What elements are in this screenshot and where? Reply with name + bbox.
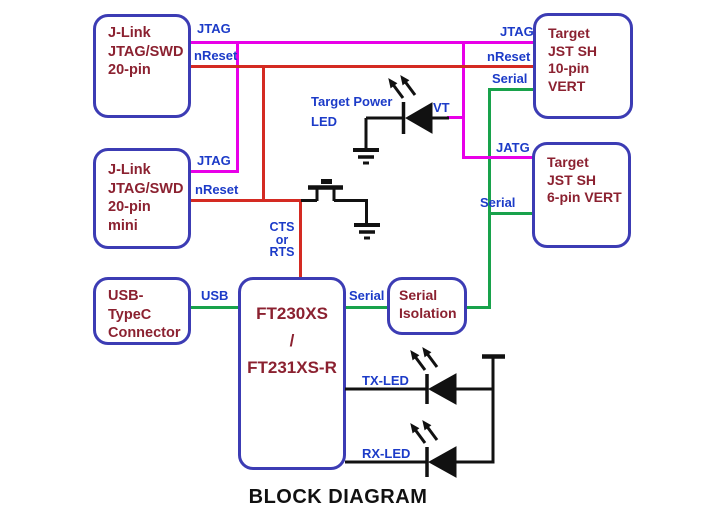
wire-serial-riser — [488, 88, 491, 309]
tx-led-symbol — [345, 347, 494, 405]
block-target-6pin: Target JST SH 6-pin VERT — [532, 142, 631, 248]
wire-jtag-right-vertical — [462, 41, 465, 159]
block-jlink-20pin-mini: J-Link JTAG/SWD 20-pin mini — [93, 148, 191, 249]
led-power-rail-symbol — [482, 354, 505, 464]
wire-nreset-branch-vertical — [262, 65, 265, 202]
block-label-line: 20-pin mini — [108, 199, 151, 234]
wire-serial-isolation-out — [464, 306, 491, 309]
label-nreset-1: nReset — [194, 48, 238, 63]
label-jatg: JATG — [496, 140, 530, 155]
reset-push-button-symbol — [301, 179, 380, 240]
label-serial-right-2: Serial — [480, 195, 516, 210]
label-target-power-led: Target Power LED — [311, 94, 393, 129]
wire-serial-target6 — [488, 212, 534, 215]
label-jtag-1: JTAG — [197, 21, 231, 36]
block-label-line: Target — [548, 25, 590, 41]
block-usb-typec-connector: USB-TypeC Connector — [93, 277, 191, 345]
block-label-line: 20-pin — [108, 62, 151, 78]
block-label-line: 6-pin VERT — [547, 189, 622, 205]
wire-jtag-mini — [190, 170, 239, 173]
label-cts-or-rts: CTS or RTS — [269, 220, 295, 259]
block-label-line: USB-TypeC — [108, 288, 152, 323]
block-label-line: Serial — [399, 287, 438, 303]
wire-nreset-main — [190, 65, 535, 68]
label-nreset-right: nReset — [487, 49, 531, 64]
wire-jtag-branch-vertical — [236, 41, 239, 173]
block-label-line: JTAG/SWD — [108, 180, 184, 197]
block-label-line: JST SH — [548, 42, 598, 59]
block-label-line: / — [289, 331, 295, 350]
block-label-line: J-Link — [108, 162, 151, 178]
target-power-led-symbol — [353, 75, 449, 165]
wire-jatg — [462, 156, 534, 159]
diagram-title: BLOCK DIAGRAM — [248, 486, 428, 508]
block-label-line: J-Link — [108, 25, 151, 41]
label-serial-ft: Serial — [349, 288, 385, 303]
block-jlink-20pin: J-Link JTAG/SWD 20-pin — [93, 14, 191, 118]
block-target-10pin: Target JST SH 10-pin VERT — [533, 13, 633, 119]
block-label-line: JTAG/SWD — [108, 43, 184, 60]
wire-serial-ft-to-isolation — [345, 306, 389, 309]
label-jtag-right: JTAG — [500, 24, 534, 39]
block-label-line: FT231XS-R — [247, 358, 337, 377]
label-tx-led: TX-LED — [362, 373, 409, 388]
block-label-line: JST SH — [547, 171, 597, 188]
label-usb: USB — [201, 288, 229, 303]
wire-nreset-mini — [190, 199, 302, 202]
wire-cts-rts-vertical — [299, 199, 302, 279]
block-ft230xs-ft231xs: FT230XS / FT231XS-R — [238, 277, 346, 470]
block-label-line: Target — [547, 154, 589, 170]
label-nreset-2: nReset — [195, 182, 239, 197]
label-rx-led: RX-LED — [362, 446, 411, 461]
wire-jtag-main — [190, 41, 535, 44]
label-vt: VT — [433, 100, 450, 115]
wire-serial-target10 — [488, 88, 535, 91]
block-label-line: Isolation — [399, 305, 457, 321]
block-label-line: 10-pin VERT — [548, 60, 590, 94]
block-label-line: Connector — [108, 325, 181, 341]
block-label-line: FT230XS — [256, 304, 328, 323]
label-serial-right-1: Serial — [492, 71, 528, 86]
wire-usb — [190, 306, 240, 309]
label-jtag-2: JTAG — [197, 153, 231, 168]
block-serial-isolation: Serial Isolation — [387, 277, 467, 335]
wire-vt — [447, 116, 465, 119]
rx-led-symbol — [345, 420, 494, 478]
